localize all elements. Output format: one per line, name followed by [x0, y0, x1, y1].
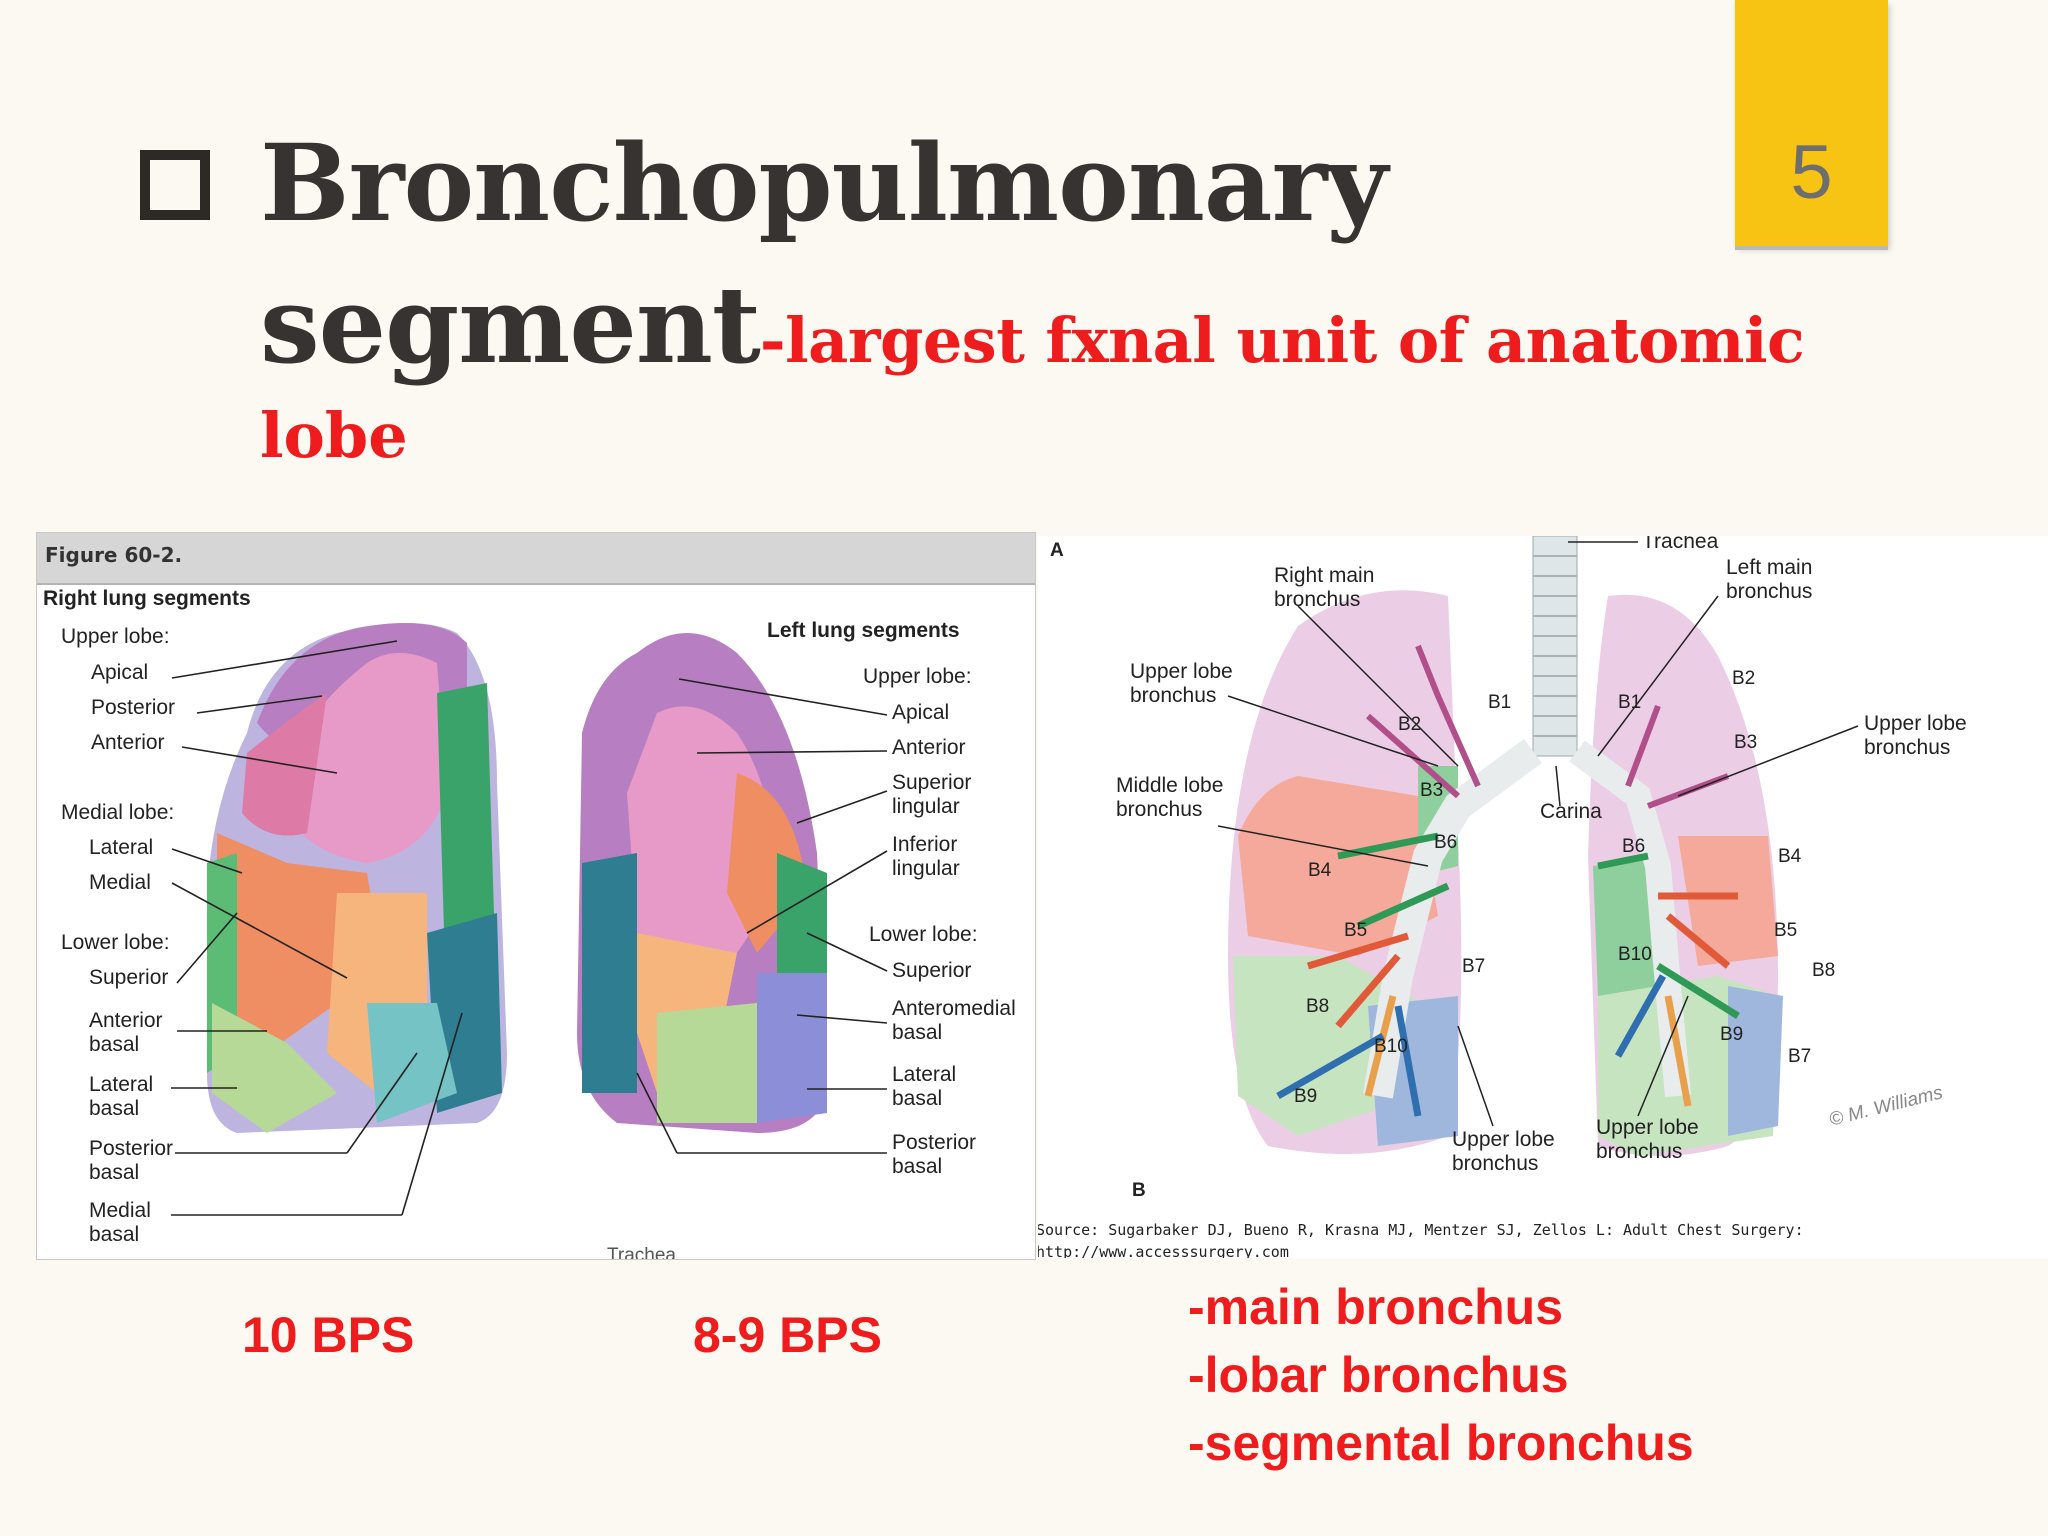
left-apical-label: Apical: [892, 701, 950, 724]
left-main-bronchus-label: Left main bronchus: [1726, 556, 1813, 604]
right-lung-title: Right lung segments: [43, 587, 251, 610]
segment-label-l-b2: B2: [1732, 668, 1756, 689]
segment-label-r-b6: B6: [1434, 832, 1458, 853]
source-citation: Source: Sugarbaker DJ, Bueno R, Krasna M…: [1038, 1221, 1804, 1239]
right-medial-label: Medial: [89, 871, 151, 894]
segment-label-r-b9: B9: [1294, 1086, 1318, 1107]
title-line-3: lobe: [260, 399, 408, 472]
right-anterior-basal-label: Anterior basal: [89, 1009, 163, 1057]
segment-label-r-b10: B10: [1374, 1036, 1408, 1057]
right-superior-label: Superior: [89, 966, 169, 989]
page-number-tab: 5: [1735, 0, 1888, 246]
segment-label-l-b8: B8: [1812, 960, 1836, 981]
right-lung-drawing: [207, 623, 507, 1133]
lung-segments-illustration: [171, 623, 888, 1216]
left-anterior-label: Anterior: [892, 736, 966, 759]
left-lung-title: Left lung segments: [767, 619, 960, 642]
left-lung-drawing: [577, 633, 827, 1133]
left-superior-label: Superior: [892, 959, 972, 982]
right-apical-label: Apical: [91, 661, 149, 684]
level-main-bronchus: -main bronchus: [1188, 1279, 1564, 1335]
cut-off-text: Trachea: [607, 1245, 676, 1260]
right-posterior-basal-label: Posterior basal: [89, 1137, 174, 1185]
left-lower-lobe-label: Lower lobe:: [869, 923, 978, 946]
right-posterior-label: Posterior: [91, 696, 176, 719]
lung-segments-figure: Figure 60-2.: [36, 532, 1036, 1260]
left-lung-bps-count: 8-9 BPS: [693, 1307, 882, 1363]
segment-label-r-b7: B7: [1462, 956, 1486, 977]
segment-label-r-b8: B8: [1306, 996, 1330, 1017]
middle-lobe-bronchus-label: Middle lobe bronchus: [1116, 774, 1224, 822]
lower-right-bronchus-label: Upper lobe bronchus: [1452, 1128, 1555, 1176]
trachea-label: Trachea: [1642, 536, 1719, 553]
title-subtitle: -largest fxnal unit of anatomic: [759, 304, 1805, 377]
segment-label-l-b4: B4: [1778, 846, 1802, 867]
segment-label-l-b1: B1: [1618, 692, 1642, 713]
left-posterior-basal-label: Posterior basal: [892, 1131, 977, 1179]
right-lateral-label: Lateral: [89, 836, 154, 859]
lower-left-bronchus-label: Upper lobe bronchus: [1596, 1116, 1699, 1164]
title-line-2: segment-largest fxnal unit of anatomic: [260, 272, 1805, 378]
left-upper-lobe-bronchus-label: Upper lobe bronchus: [1864, 712, 1967, 760]
panel-label-b: B: [1132, 1180, 1146, 1201]
segment-label-r-b2: B2: [1398, 714, 1422, 735]
right-anterior-label: Anterior: [91, 731, 165, 754]
source-url: http://www.accesssurgery.com: [1038, 1243, 1289, 1258]
page-number: 5: [1790, 130, 1833, 215]
segment-label-r-b3: B3: [1420, 780, 1444, 801]
checkbox-bullet-icon: [140, 150, 210, 220]
segment-label-r-b4: B4: [1308, 860, 1332, 881]
left-lateral-basal-label: Lateral basal: [892, 1063, 957, 1111]
left-inferior-lingular-label: Inferior lingular: [892, 833, 960, 881]
segment-label-r-b5: B5: [1344, 920, 1368, 941]
right-lateral-basal-label: Lateral basal: [89, 1073, 154, 1121]
level-segmental-bronchus: -segmental bronchus: [1188, 1415, 1694, 1471]
segment-label-l-b3: B3: [1734, 732, 1758, 753]
left-anteromedial-basal-label: Anteromedial basal: [892, 997, 1016, 1045]
level-lobar-bronchus: -lobar bronchus: [1188, 1347, 1569, 1403]
bronchial-tree-figure: A Trachea Right main bronchus Left main …: [1038, 536, 2048, 1258]
left-superior-lingular-label: Superior lingular: [892, 771, 972, 819]
right-main-bronchus-label: Right main bronchus: [1274, 564, 1375, 612]
segment-label-l-b7: B7: [1788, 1046, 1812, 1067]
panel-label-a: A: [1050, 540, 1064, 561]
figure-header: Figure 60-2.: [37, 533, 1035, 585]
right-lower-lobe-label: Lower lobe:: [61, 931, 170, 954]
segment-label-l-b6: B6: [1622, 836, 1646, 857]
figure-caption: Figure 60-2.: [45, 543, 183, 567]
right-lung-bps-count: 10 BPS: [242, 1307, 415, 1363]
title-line-1: Bronchopulmonary: [260, 120, 1388, 245]
left-leader-lines: [636, 678, 888, 1154]
segment-label-l-b10: B10: [1618, 944, 1652, 965]
title-main-word: segment: [260, 262, 761, 387]
right-upper-lobe-label: Upper lobe:: [61, 625, 170, 648]
right-medial-basal-label: Medial basal: [89, 1199, 151, 1247]
right-medial-lobe-label: Medial lobe:: [61, 801, 175, 824]
left-upper-lobe-label: Upper lobe:: [863, 665, 972, 688]
segment-label-r-b1: B1: [1488, 692, 1512, 713]
right-upper-lobe-bronchus-label: Upper lobe bronchus: [1130, 660, 1233, 708]
segment-label-l-b9: B9: [1720, 1024, 1744, 1045]
segment-label-l-b5: B5: [1774, 920, 1798, 941]
bronchial-tree-illustration: [1217, 536, 1859, 1156]
carina-label: Carina: [1540, 800, 1602, 823]
right-leader-lines: [171, 640, 463, 1216]
